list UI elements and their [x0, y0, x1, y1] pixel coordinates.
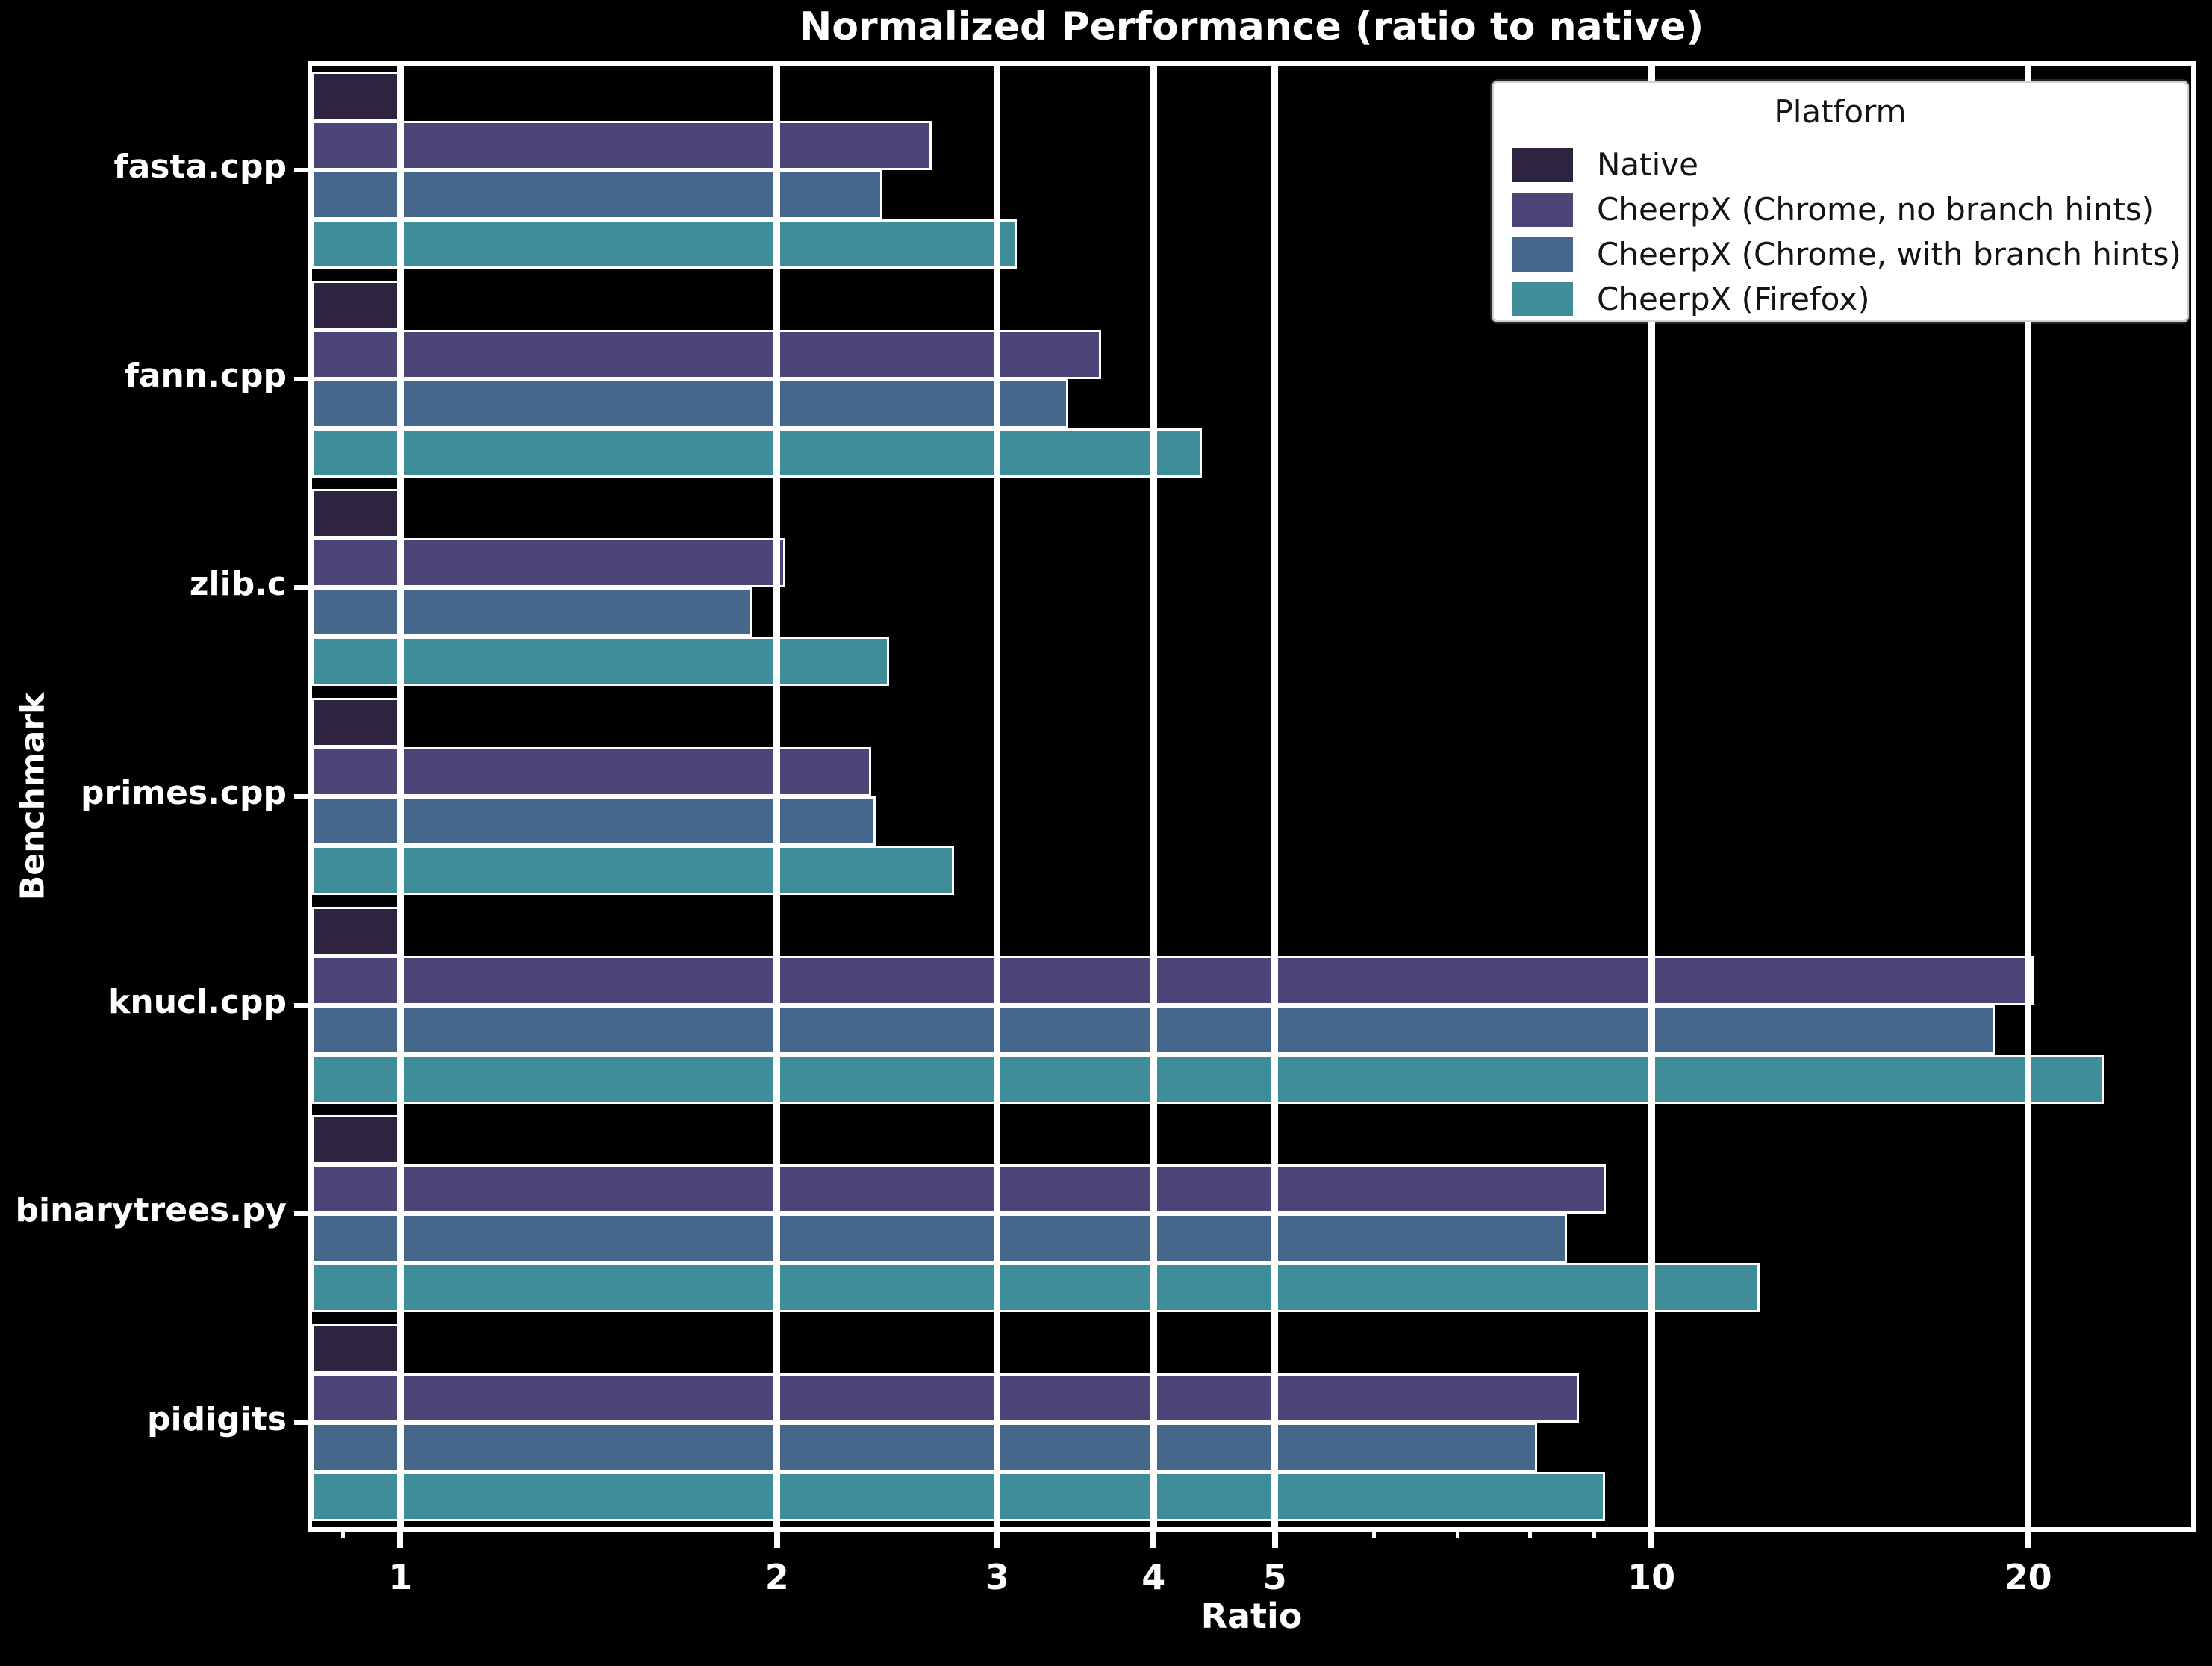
bar	[312, 489, 401, 539]
legend-swatch-icon	[1512, 148, 1573, 182]
legend-item: CheerpX (Chrome, with branch hints)	[1494, 235, 2187, 274]
gridline	[1271, 66, 1279, 1527]
y-tick-label-fann.cpp: fann.cpp	[124, 356, 287, 395]
legend-label: Native	[1597, 146, 1698, 183]
x-minor-tick	[1371, 1527, 1376, 1538]
bar	[312, 1054, 2104, 1104]
bar	[312, 120, 932, 170]
bar	[312, 169, 883, 219]
bar	[312, 428, 1202, 478]
y-tick	[294, 376, 312, 381]
x-tick	[1271, 1527, 1278, 1548]
gridline	[396, 66, 404, 1527]
x-tick	[773, 1527, 780, 1548]
x-minor-tick	[1528, 1527, 1533, 1538]
bar	[312, 1423, 1537, 1473]
x-axis-label: Ratio	[1200, 1596, 1303, 1636]
x-minor-tick	[1456, 1527, 1460, 1538]
bar	[312, 280, 401, 330]
bar	[312, 796, 876, 846]
bar	[312, 219, 1018, 269]
bar	[312, 1263, 1760, 1313]
x-tick-label: 10	[1627, 1557, 1676, 1597]
y-tick	[294, 585, 312, 590]
legend-swatch-icon	[1512, 237, 1573, 272]
bar	[312, 637, 890, 687]
x-minor-tick	[341, 1527, 346, 1538]
legend-title: Platform	[1774, 93, 1907, 130]
legend-item: CheerpX (Chrome, no branch hints)	[1494, 190, 2187, 229]
bar	[312, 587, 753, 637]
bar	[312, 378, 1069, 428]
chart-title: Normalized Performance (ratio to native)	[799, 4, 1704, 49]
bar	[312, 538, 785, 588]
y-tick-label-knucl.cpp: knucl.cpp	[108, 982, 287, 1021]
x-tick-label: 5	[1262, 1557, 1287, 1597]
x-tick	[397, 1527, 404, 1548]
y-tick-label-binarytrees.py: binarytrees.py	[15, 1191, 287, 1230]
legend-swatch-icon	[1512, 282, 1573, 316]
bar	[312, 955, 2034, 1005]
bar	[312, 329, 1101, 379]
x-minor-tick	[1592, 1527, 1596, 1538]
x-tick	[2025, 1527, 2031, 1548]
gridline	[773, 66, 781, 1527]
gridline	[2025, 66, 2032, 1527]
x-tick-label: 1	[388, 1557, 413, 1597]
legend-label: CheerpX (Firefox)	[1597, 281, 1870, 317]
bar	[312, 846, 954, 895]
bar	[312, 1472, 1605, 1522]
x-tick-label: 20	[2004, 1557, 2052, 1597]
legend-swatch-icon	[1512, 193, 1573, 227]
x-tick-label: 4	[1141, 1557, 1166, 1597]
bar	[312, 906, 401, 956]
y-tick-label-primes.cpp: primes.cpp	[81, 774, 287, 812]
y-tick-label-zlib.c: zlib.c	[189, 565, 287, 604]
y-tick	[294, 167, 312, 172]
y-tick-label-pidigits: pidigits	[147, 1400, 287, 1439]
legend-item: CheerpX (Firefox)	[1494, 280, 2187, 319]
x-tick	[1648, 1527, 1655, 1548]
bar	[312, 698, 401, 747]
legend-label: CheerpX (Chrome, with branch hints)	[1597, 236, 2181, 272]
y-tick-label-fasta.cpp: fasta.cpp	[113, 147, 287, 186]
bar	[312, 747, 872, 796]
x-tick-label: 2	[764, 1557, 789, 1597]
y-tick	[294, 1002, 312, 1008]
legend-label: CheerpX (Chrome, no branch hints)	[1597, 191, 2155, 228]
bar	[312, 1115, 401, 1165]
gridline	[994, 66, 1001, 1527]
y-tick	[294, 1420, 312, 1426]
legend-item: Native	[1494, 146, 2187, 184]
bar	[312, 1373, 1579, 1423]
gridline	[1648, 66, 1655, 1527]
x-tick	[1150, 1527, 1157, 1548]
bar	[312, 1324, 401, 1374]
x-tick	[994, 1527, 1000, 1548]
gridline	[1150, 66, 1157, 1527]
bar	[312, 71, 401, 121]
y-tick	[294, 1211, 312, 1217]
bar	[312, 1214, 1567, 1264]
bar	[312, 1164, 1607, 1214]
y-tick	[294, 794, 312, 799]
x-tick-label: 3	[985, 1557, 1009, 1597]
